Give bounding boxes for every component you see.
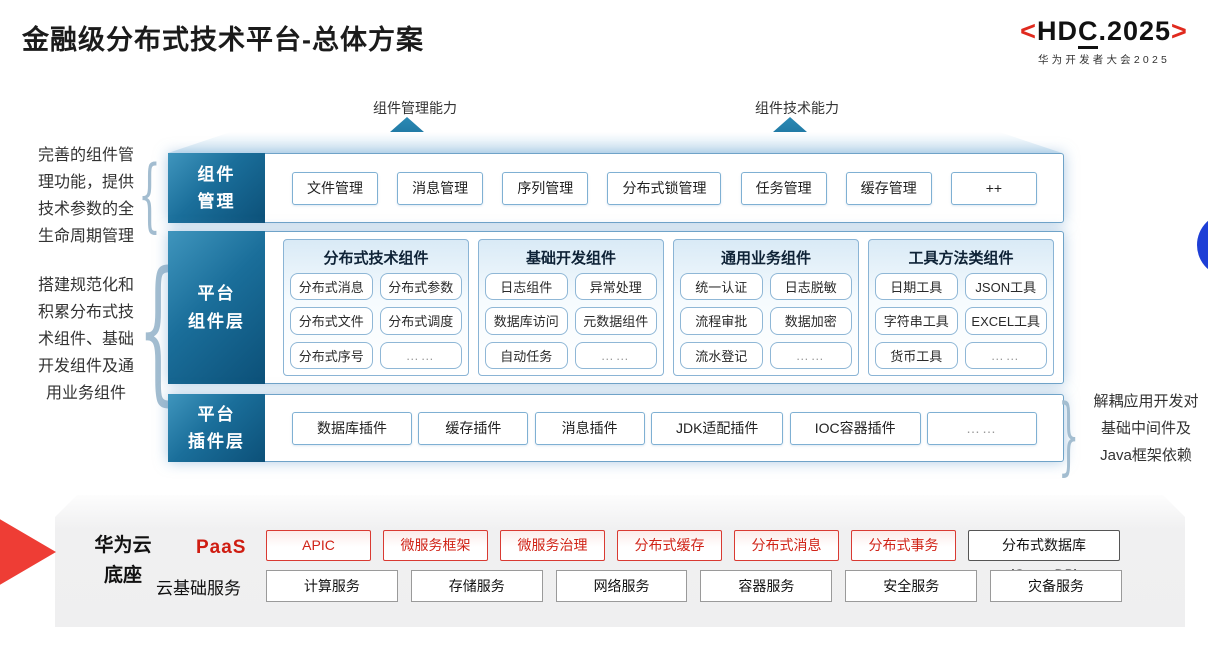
logo-c-underlined: C <box>1077 16 1099 49</box>
paas-service-item[interactable]: 分布式缓存 <box>617 530 722 561</box>
paas-service-item[interactable]: 微服务治理 <box>500 530 605 561</box>
component-group-item[interactable]: 分布式调度 <box>379 307 462 335</box>
component-group-item[interactable]: 字符串工具 <box>875 307 958 335</box>
platform-plugin-item[interactable]: 缓存插件 <box>418 411 529 445</box>
hdc-logo: <HDC.2025> 华为开发者大会2025 <box>1006 16 1202 67</box>
component-group-item[interactable]: 货币工具 <box>875 341 958 369</box>
component-group-item[interactable]: …… <box>574 341 657 369</box>
component-group-title: 分布式技术组件 <box>323 250 429 267</box>
row-label-component-mgmt: 组件 管理 <box>168 153 265 223</box>
component-group-item[interactable]: 日志组件 <box>485 273 568 301</box>
component-group-item[interactable]: EXCEL工具 <box>964 307 1047 335</box>
component-group-item[interactable]: 分布式消息 <box>290 273 373 301</box>
component-mgmt-item[interactable]: 文件管理 <box>292 171 378 205</box>
logo-year: .2025 <box>1098 16 1172 46</box>
row-label-platform-components: 平台 组件层 <box>168 231 265 384</box>
component-group-item[interactable]: 流程审批 <box>680 307 763 335</box>
platform-plugin-item[interactable]: JDK适配插件 <box>650 411 784 445</box>
huawei-cloud-base-label: 华为云 底座 <box>94 535 152 586</box>
paas-service-item[interactable]: 分布式事务 <box>851 530 956 561</box>
component-group-item[interactable]: …… <box>964 341 1047 369</box>
blue-circle-decoration <box>1197 213 1208 277</box>
platform-component-groups: 分布式技术组件 分布式消息分布式参数分布式文件分布式调度分布式序号…… 基础开发… <box>274 232 1063 383</box>
cloud-basic-services-label: 云基础服务 <box>156 579 241 598</box>
component-group-item[interactable]: 分布式文件 <box>290 307 373 335</box>
component-group-items: 分布式消息分布式参数分布式文件分布式调度分布式序号…… <box>290 273 462 369</box>
note-component-mgmt: 完善的组件管 理功能，提供 技术参数的全 生命周期管理 <box>37 147 134 245</box>
platform-plugin-item[interactable]: IOC容器插件 <box>789 411 921 445</box>
cloud-basic-services-row: 计算服务存储服务网络服务容器服务安全服务灾备服务 <box>266 570 1122 602</box>
component-group-item[interactable]: JSON工具 <box>964 273 1047 301</box>
component-group-title: 工具方法类组件 <box>908 250 1014 267</box>
component-mgmt-item[interactable]: 任务管理 <box>740 171 827 205</box>
component-group-title: 通用业务组件 <box>720 250 811 267</box>
paas-service-item[interactable]: 分布式数据库 (GaussDB) <box>968 530 1120 582</box>
component-group-item[interactable]: 数据加密 <box>769 307 852 335</box>
component-group-item[interactable]: 分布式序号 <box>290 341 373 369</box>
red-arrow-icon <box>0 504 56 600</box>
hdc-logo-text: <HDC.2025> <box>1006 16 1202 49</box>
cloud-basic-service-item[interactable]: 灾备服务 <box>990 570 1122 602</box>
component-group-item[interactable]: …… <box>769 341 852 369</box>
component-mgmt-item[interactable]: 分布式锁管理 <box>607 171 722 205</box>
paas-service-item[interactable]: 分布式消息 <box>734 530 839 561</box>
component-group-item[interactable]: 分布式参数 <box>379 273 462 301</box>
note-platform-components: 搭建规范化和 积累分布式技 术组件、基础 开发组件及通 用业务组件 <box>37 277 134 402</box>
logo-close-bracket: > <box>1171 16 1188 46</box>
logo-hd: HD <box>1036 16 1078 46</box>
cloud-basic-service-item[interactable]: 计算服务 <box>266 570 398 602</box>
note-decouple: 解耦应用开发对 基础中间件及 Java框架依赖 <box>1093 393 1199 464</box>
huawei-cloud-base-panel <box>55 495 1185 627</box>
page-title: 金融级分布式技术平台-总体方案 <box>22 25 424 55</box>
cloud-basic-service-item[interactable]: 网络服务 <box>555 570 688 602</box>
component-group-item[interactable]: 异常处理 <box>574 273 657 301</box>
component-group-item[interactable]: 流水登记 <box>680 341 763 369</box>
logo-open-bracket: < <box>1020 16 1037 46</box>
component-group: 分布式技术组件 分布式消息分布式参数分布式文件分布式调度分布式序号…… <box>283 239 469 376</box>
component-mgmt-item[interactable]: 序列管理 <box>502 171 589 205</box>
component-group-item[interactable]: 日志脱敏 <box>769 273 852 301</box>
platform-plugin-item[interactable]: 消息插件 <box>534 411 645 445</box>
row-component-mgmt: 组件 管理 文件管理消息管理序列管理分布式锁管理任务管理缓存管理 ++ <box>168 153 1064 223</box>
component-group-title: 基础开发组件 <box>525 250 616 267</box>
component-mgmt-items: 文件管理消息管理序列管理分布式锁管理任务管理缓存管理 ++ <box>274 171 1063 205</box>
component-mgmt-item[interactable]: 缓存管理 <box>845 171 932 205</box>
hdc-logo-subtitle: 华为开发者大会2025 <box>1037 54 1171 66</box>
tech-capability-label: 组件技术能力 <box>755 100 839 116</box>
platform-plugin-item[interactable]: …… <box>926 411 1037 445</box>
component-group: 基础开发组件 日志组件异常处理数据库访问元数据组件自动任务…… <box>478 239 664 376</box>
component-mgmt-item[interactable]: ++ <box>950 171 1037 205</box>
row-label-platform-plugins: 平台 插件层 <box>168 394 265 462</box>
component-group-item[interactable]: 数据库访问 <box>485 307 568 335</box>
mgmt-capability-label: 组件管理能力 <box>373 100 457 116</box>
paas-service-item[interactable]: APIC <box>266 530 371 561</box>
component-mgmt-item[interactable]: 消息管理 <box>397 171 484 205</box>
component-group-item[interactable]: 元数据组件 <box>574 307 657 335</box>
paas-service-item[interactable]: 微服务框架 <box>383 530 488 561</box>
cloud-basic-service-item[interactable]: 安全服务 <box>845 570 978 602</box>
component-group-items: 统一认证日志脱敏流程审批数据加密流水登记…… <box>680 273 852 369</box>
paas-label: PaaS <box>196 537 247 558</box>
platform-top-face <box>168 132 1062 153</box>
component-group: 通用业务组件 统一认证日志脱敏流程审批数据加密流水登记…… <box>673 239 859 376</box>
component-group-item[interactable]: 日期工具 <box>875 273 958 301</box>
row-platform-components: 平台 组件层 分布式技术组件 分布式消息分布式参数分布式文件分布式调度分布式序号… <box>168 231 1064 384</box>
cloud-basic-service-item[interactable]: 存储服务 <box>410 570 543 602</box>
component-group-item[interactable]: 自动任务 <box>485 341 568 369</box>
component-group-items: 日志组件异常处理数据库访问元数据组件自动任务…… <box>485 273 657 369</box>
cloud-basic-service-item[interactable]: 容器服务 <box>700 570 833 602</box>
component-group-item[interactable]: …… <box>379 341 462 369</box>
component-group-item[interactable]: 统一认证 <box>680 273 763 301</box>
platform-plugin-item[interactable]: 数据库插件 <box>292 411 412 445</box>
